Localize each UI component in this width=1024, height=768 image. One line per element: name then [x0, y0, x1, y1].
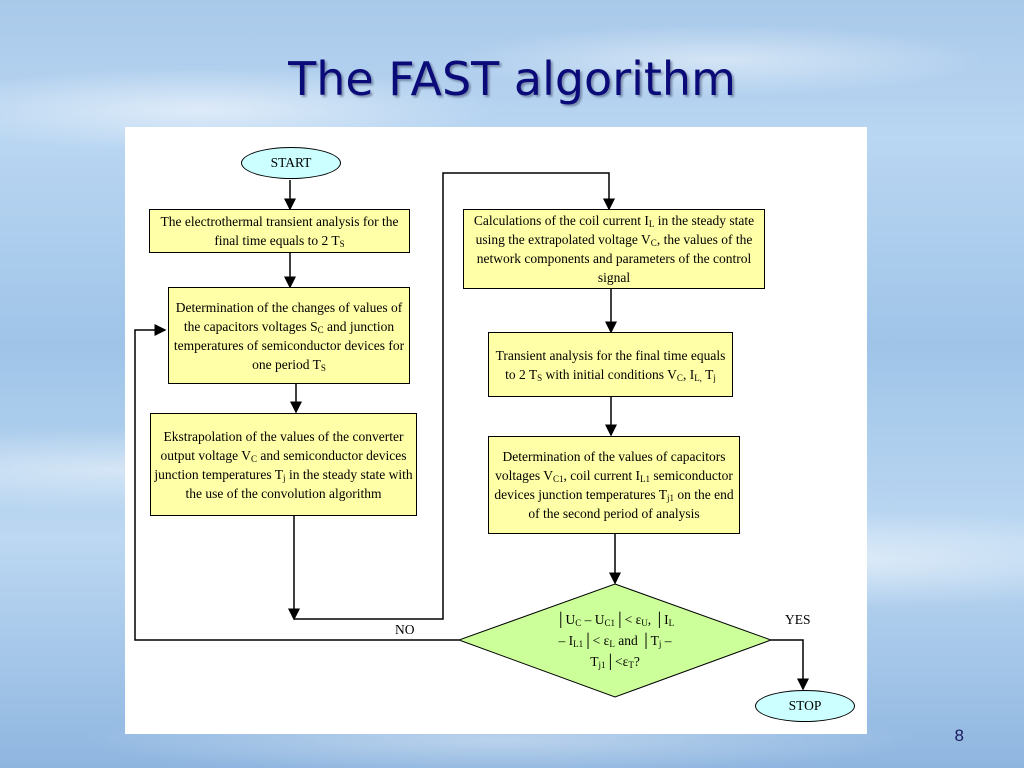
- box6-sub2: L1: [640, 474, 650, 484]
- box5-sub1: S: [537, 372, 543, 383]
- decision-line2: – IL1│< εL and │Tj –: [558, 633, 672, 649]
- box-determination-changes: Determination of the changes of values o…: [168, 287, 410, 384]
- box6-text2: , coil current I: [563, 468, 640, 483]
- box4-sub2: C: [650, 238, 657, 248]
- no-label: NO: [395, 622, 415, 637]
- box2-text1: Determination of the changes of values o…: [175, 299, 403, 334]
- box5-text1: Transient analysis for the final time eq…: [495, 347, 726, 382]
- box-coil-current-calculation: Calculations of the coil current IL in t…: [463, 209, 765, 289]
- box5-sub2: C: [676, 372, 683, 383]
- decision-line3: Tj1│<εT?: [590, 654, 640, 670]
- box5-text2: with initial conditions V: [542, 366, 677, 382]
- slide-title: The FAST algorithm: [288, 52, 736, 106]
- start-terminal: START: [241, 147, 341, 179]
- box-determination-values: Determination of the values of capacitor…: [488, 436, 740, 534]
- box3-text3: in the steady state with the use of the …: [185, 466, 413, 501]
- yes-label: YES: [785, 612, 811, 627]
- box3-text1: Ekstrapolation of the values of the conv…: [160, 428, 404, 463]
- box-electrothermal-analysis: The electrothermal transient analysis fo…: [149, 209, 410, 253]
- decision-condition: │UC – UC1│< εU, │IL – IL1│< εL and │Tj –…: [533, 609, 697, 672]
- stop-terminal: STOP: [755, 690, 855, 722]
- flowchart-panel: START The electrothermal transient analy…: [125, 127, 867, 734]
- flowchart-connectors: [134, 172, 809, 698]
- box6-sub1: C1: [553, 474, 564, 484]
- box5-text4: T: [701, 366, 714, 382]
- box6-text1: Determination of the values of capacitor…: [495, 449, 726, 483]
- box2-text2: and junction temperatures of semiconduct…: [173, 318, 405, 372]
- arrow-yes-branch: [771, 639, 809, 691]
- box4-text3: , the values of the network components a…: [476, 232, 753, 285]
- box6-sub3: j1: [666, 493, 674, 503]
- box6-text4: on the end of the second period of analy…: [528, 487, 734, 521]
- box-transient-analysis: Transient analysis for the final time eq…: [488, 332, 733, 397]
- box3-sub1: C: [250, 453, 257, 464]
- box2-sub2: S: [320, 362, 326, 373]
- box6-text3: semiconductor devices junction temperatu…: [494, 468, 733, 502]
- box-extrapolation: Ekstrapolation of the values of the conv…: [150, 413, 417, 516]
- arrow-no-branch: [134, 324, 459, 641]
- decision-diamond: [457, 583, 773, 698]
- arrow-loop-to-box4: [294, 172, 615, 620]
- box5-text3: , I: [682, 366, 695, 382]
- box2-sub1: C: [317, 324, 324, 335]
- page-number: 8: [954, 726, 964, 745]
- box5-sub4: j: [713, 372, 716, 383]
- box4-text1: Calculations of the coil current I: [473, 213, 649, 228]
- box5-sub3: L,: [694, 372, 702, 383]
- box1-text: The electrothermal transient analysis fo…: [160, 214, 399, 248]
- box3-text2: and semiconductor devices junction tempe…: [154, 447, 407, 482]
- box4-sub1: L: [648, 219, 655, 229]
- box3-sub2: j: [283, 472, 286, 483]
- box1-sub: S: [339, 239, 345, 249]
- decision-line1: │UC – UC1│< εU, │IL: [555, 612, 675, 628]
- box4-text2: in the steady state using the extrapolat…: [475, 213, 755, 247]
